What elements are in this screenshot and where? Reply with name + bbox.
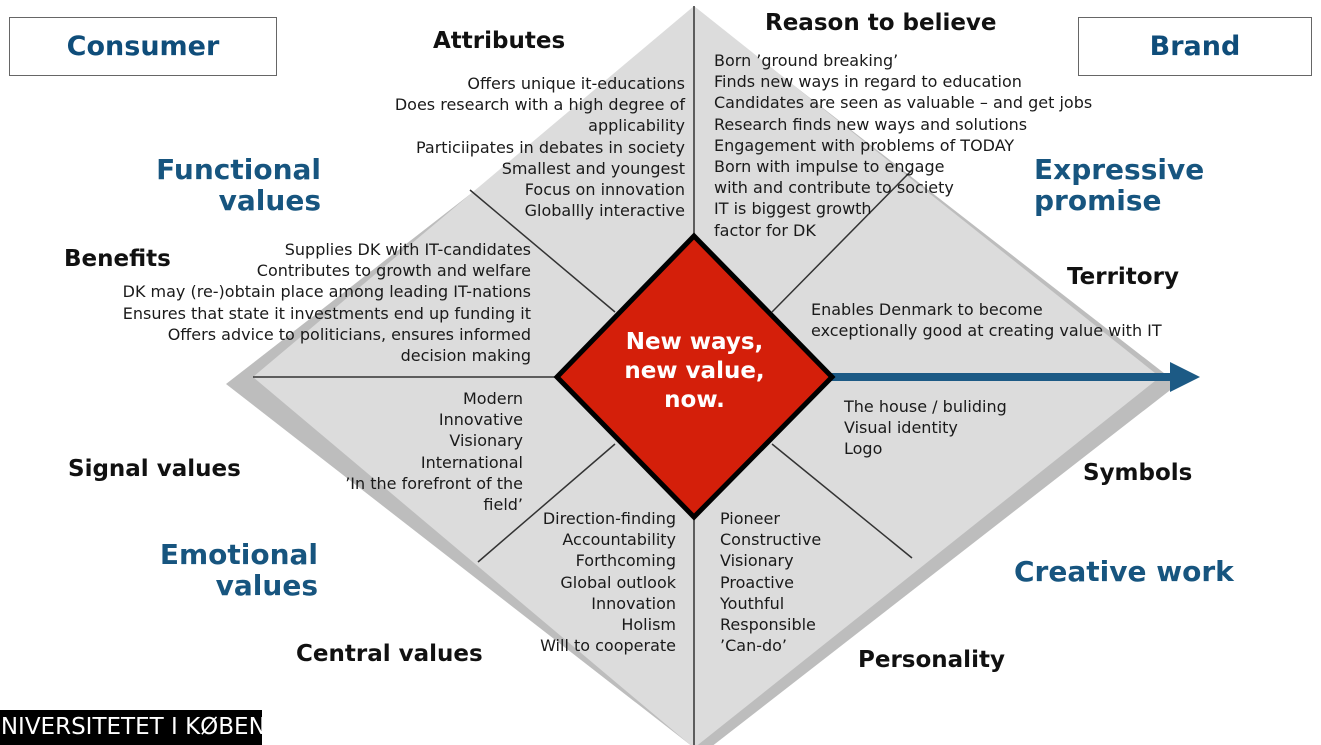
list-item: factor for DK xyxy=(714,220,816,240)
benefits-list: Supplies DK with IT-candidates Contribut… xyxy=(123,239,531,366)
university-footer-banner: UNIVERSITETET I KØBENHAVN xyxy=(0,710,262,745)
list-item: Supplies DK with IT-candidates xyxy=(284,240,531,259)
heading-attributes: Attributes xyxy=(433,28,566,54)
divider-upper-right xyxy=(771,169,913,313)
emotional-line-2: values xyxy=(215,569,318,602)
symbols-list: The house / buliding Visual identity Log… xyxy=(844,396,1007,460)
list-item: Born with impulse to engage xyxy=(714,157,945,177)
list-item: with and contribute to society xyxy=(714,178,954,198)
list-item: DK may (re-)obtain place among leading I… xyxy=(122,282,531,302)
list-item: Modern xyxy=(462,389,523,408)
heading-central-values: Central values xyxy=(296,641,483,667)
divider-lower-left xyxy=(477,443,616,563)
brand-box: Brand xyxy=(1078,17,1312,76)
list-item: Does research with a high degree of xyxy=(394,95,685,115)
list-item: exceptionally good at creating value wit… xyxy=(811,321,1162,341)
list-item: decision making xyxy=(400,346,531,366)
list-item: Candidates are seen as valuable – and ge… xyxy=(714,93,1093,113)
divider-upper-left xyxy=(469,189,616,313)
list-item: Globallly interactive xyxy=(524,201,685,221)
list-item: Contributes to growth and welfare xyxy=(256,261,531,281)
list-item: Logo xyxy=(844,439,883,459)
list-item: Accountability xyxy=(562,530,676,550)
list-item: Holism xyxy=(621,615,676,635)
expressive-line-2: promise xyxy=(1034,184,1162,217)
list-item: Enables Denmark to become xyxy=(811,300,1043,319)
list-item: Finds new ways in regard to education xyxy=(714,72,1022,92)
list-item: Offers unique it-educations xyxy=(467,74,685,93)
list-item: Pioneer xyxy=(720,509,780,528)
core-line-3: now. xyxy=(664,387,725,413)
heading-benefits: Benefits xyxy=(64,246,171,272)
list-item: Research finds new ways and solutions xyxy=(714,114,1028,134)
core-diamond xyxy=(553,232,836,521)
list-item: Visual identity xyxy=(844,418,958,438)
list-item: Visionary xyxy=(720,551,794,571)
list-item: field’ xyxy=(483,495,523,515)
list-item: Will to cooperate xyxy=(540,636,676,656)
expressive-line-1: Expressive xyxy=(1034,153,1205,186)
creative-line-1: Creative work xyxy=(1014,555,1234,588)
expressive-promise-label: Expressive promise xyxy=(1034,154,1204,216)
list-item: IT is biggest growth xyxy=(714,199,872,219)
heading-signal-values: Signal values xyxy=(68,456,241,482)
emotional-line-1: Emotional xyxy=(159,538,318,571)
heading-personality: Personality xyxy=(858,647,1005,673)
list-item: Ensures that state it investments end up… xyxy=(122,303,531,323)
arrow-head xyxy=(1170,362,1200,392)
list-item: ’In the forefront of the xyxy=(345,473,523,493)
list-item: Direction-finding xyxy=(542,509,676,528)
list-item: Particiipates in debates in society xyxy=(415,137,685,157)
core-line-2: new value, xyxy=(624,358,765,384)
list-item: Engagement with problems of TODAY xyxy=(714,135,1015,155)
list-item: Focus on innovation xyxy=(524,180,685,200)
list-item: Youthful xyxy=(720,593,785,613)
list-item: Constructive xyxy=(720,530,822,550)
territory-list: Enables Denmark to become exceptionally … xyxy=(811,299,1162,341)
list-item: Offers advice to politicians, ensures in… xyxy=(167,324,531,344)
heading-symbols: Symbols xyxy=(1083,460,1193,486)
signal-values-list: Modern Innovative Visionary Internationa… xyxy=(345,388,523,515)
list-item: International xyxy=(420,452,523,472)
list-item: Smallest and youngest xyxy=(501,158,685,178)
divider-lower-right xyxy=(771,443,913,559)
consumer-box: Consumer xyxy=(9,17,277,76)
creative-work-label: Creative work xyxy=(1014,556,1234,587)
core-line-1: New ways, xyxy=(625,329,764,355)
list-item: Visionary xyxy=(449,431,523,451)
functional-values-label: Functional values xyxy=(156,154,321,216)
list-item: Innovative xyxy=(438,410,523,430)
list-item: The house / buliding xyxy=(844,397,1007,416)
list-item: Forthcoming xyxy=(575,551,676,571)
list-item: Born ’ground breaking’ xyxy=(714,51,899,70)
emotional-values-label: Emotional values xyxy=(160,539,318,601)
heading-territory: Territory xyxy=(1067,264,1179,290)
list-item: ’Can-do’ xyxy=(720,636,788,656)
core-message: New ways, new value, now. xyxy=(597,328,792,415)
functional-line-2: values xyxy=(218,184,321,217)
personality-list: Pioneer Constructive Visionary Proactive… xyxy=(720,508,821,656)
functional-line-1: Functional xyxy=(156,153,321,186)
list-item: Responsible xyxy=(720,615,816,635)
reason-to-believe-list: Born ’ground breaking’ Finds new ways in… xyxy=(714,50,1092,241)
list-item: applicability xyxy=(588,116,685,136)
list-item: Proactive xyxy=(720,572,795,592)
heading-reason-to-believe: Reason to believe xyxy=(765,10,997,36)
central-values-list: Direction-finding Accountability Forthco… xyxy=(540,508,676,656)
attributes-list: Offers unique it-educations Does researc… xyxy=(395,73,685,221)
list-item: Innovation xyxy=(591,593,676,613)
list-item: Global outlook xyxy=(560,572,676,592)
